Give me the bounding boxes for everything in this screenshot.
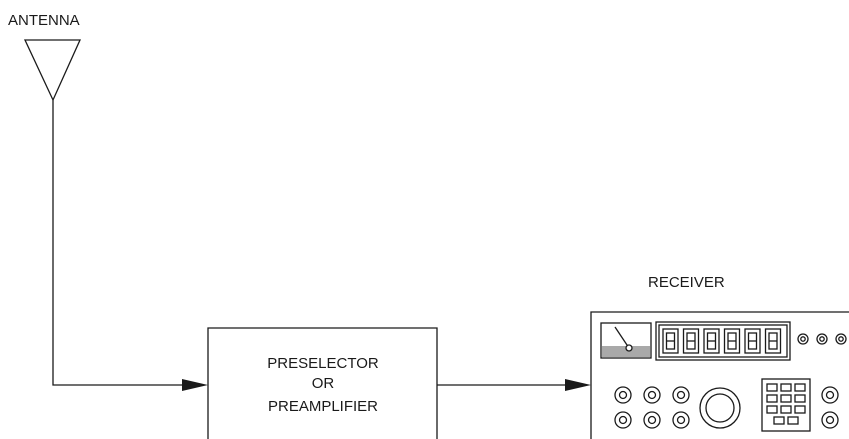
knob-icon — [672, 386, 690, 404]
tuning-dial-icon — [699, 387, 741, 429]
receiver-label: RECEIVER — [648, 274, 725, 291]
display-digit-icon — [682, 328, 700, 354]
arrow-to-preselector — [182, 379, 208, 391]
display-digit-icon — [744, 328, 761, 354]
knob-icon — [614, 411, 632, 429]
antenna-feed-line — [52, 100, 190, 386]
display-digit-icon — [662, 328, 679, 354]
antenna-icon — [23, 39, 82, 102]
display-digit-icon — [764, 328, 782, 354]
knob-icon — [614, 386, 632, 404]
knob-icon — [821, 386, 839, 404]
display-digit-icon — [723, 328, 741, 354]
keypad-icon — [761, 378, 811, 432]
knob-icon — [835, 333, 847, 345]
knob-icon — [821, 411, 839, 429]
preselector-label-line2: OR — [312, 375, 335, 392]
display-digit-icon — [703, 328, 720, 354]
small-knobs-top — [797, 333, 847, 345]
knob-icon — [643, 386, 661, 404]
antenna-label: ANTENNA — [8, 12, 80, 29]
control-knob-grid — [614, 386, 690, 429]
knob-icon — [797, 333, 809, 345]
preselector-label-line3: PREAMPLIFIER — [268, 398, 378, 415]
frequency-display — [655, 321, 791, 361]
knob-icon — [672, 411, 690, 429]
side-knobs — [821, 386, 839, 429]
signal-meter-icon — [600, 322, 652, 359]
knob-icon — [643, 411, 661, 429]
preselector-label-line1: PRESELECTOR — [267, 355, 379, 372]
knob-icon — [816, 333, 828, 345]
receiver-cabinet — [590, 311, 849, 439]
arrow-to-receiver — [565, 379, 591, 391]
preselector-box — [207, 327, 438, 439]
